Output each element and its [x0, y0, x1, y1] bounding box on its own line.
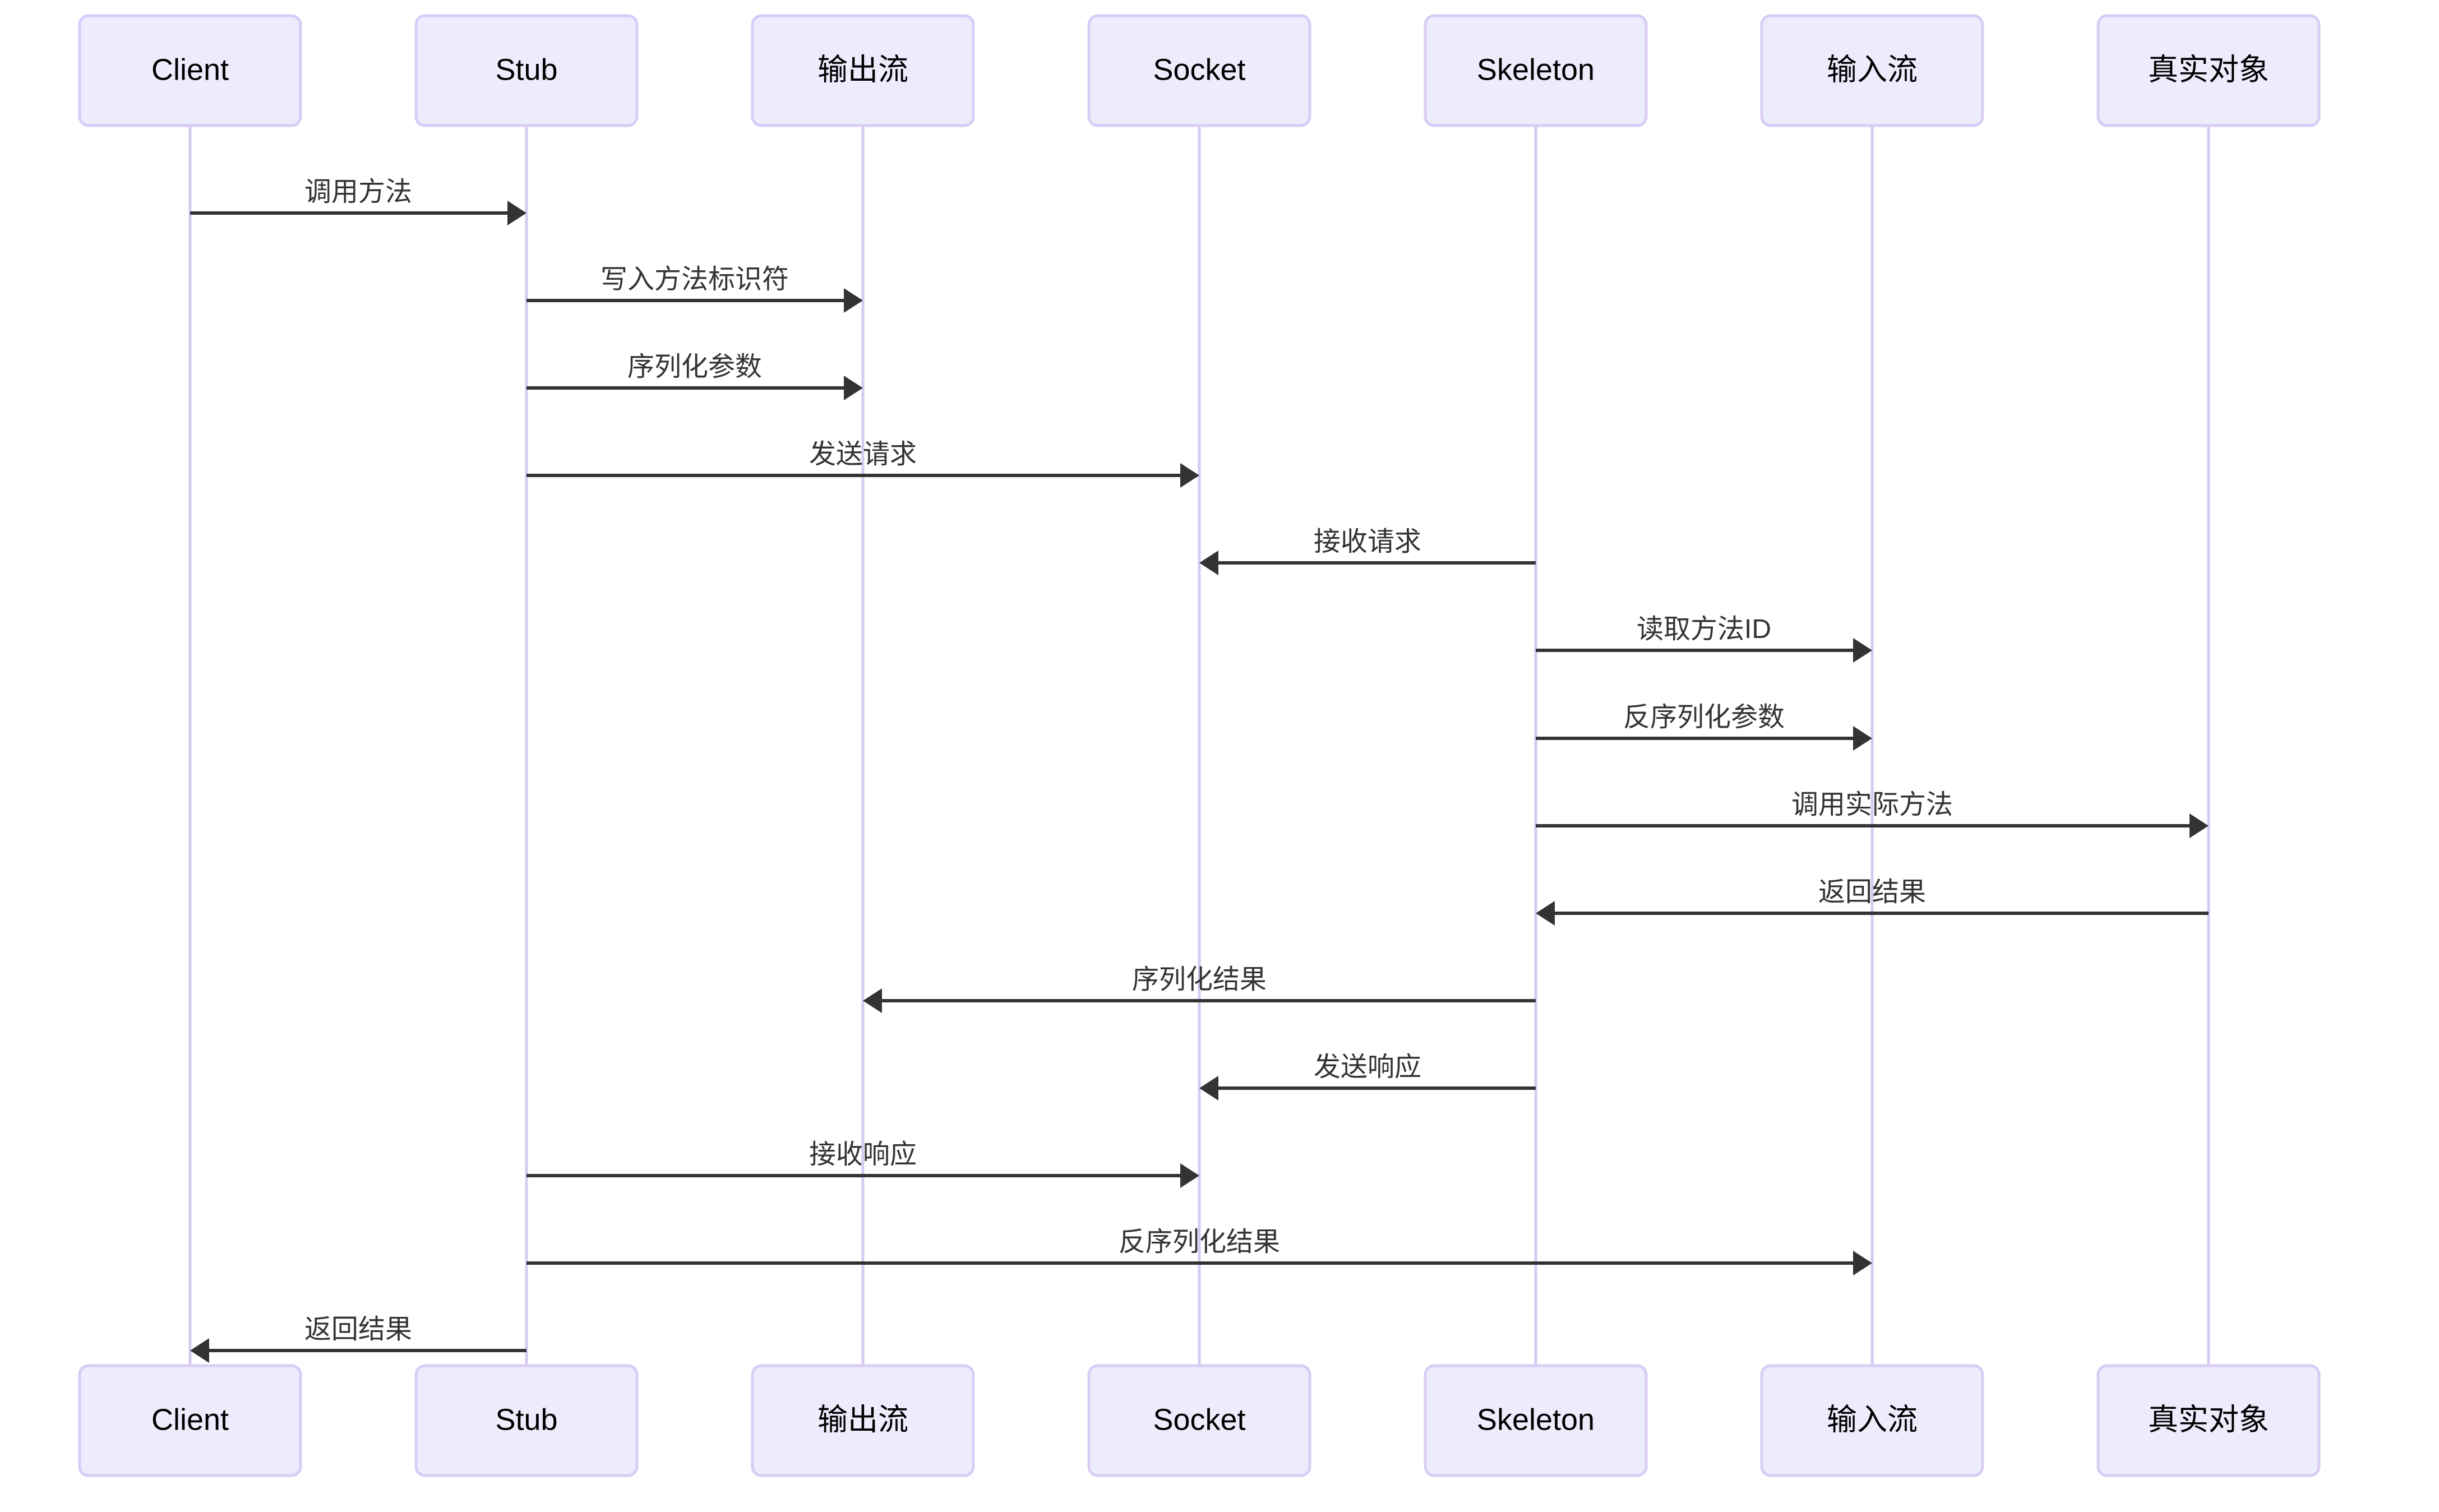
message-arrowhead: [844, 288, 863, 313]
actor-box-realobject[interactable]: [2096, 1364, 2321, 1477]
message-label: 写入方法标识符: [600, 265, 789, 294]
message-label: 接收响应: [809, 1140, 917, 1169]
message-3-stub-to-outstream[interactable]: 序列化参数: [526, 352, 863, 400]
message-label: 反序列化结果: [1119, 1227, 1280, 1257]
actor-label-socket: Socket: [1153, 53, 1245, 86]
actor-socket-bottom[interactable]: Socket: [1087, 1364, 1311, 1477]
message-13-stub-to-instream[interactable]: 反序列化结果: [526, 1227, 1872, 1275]
message-4-stub-to-socket[interactable]: 发送请求: [526, 440, 1199, 488]
message-arrowhead: [190, 1338, 209, 1363]
message-12-stub-to-socket[interactable]: 接收响应: [526, 1140, 1199, 1188]
actor-label-client: Client: [151, 53, 229, 86]
actor-outstream-top[interactable]: 输出流: [751, 14, 975, 127]
actor-label-instream: 输入流: [1827, 53, 1918, 86]
actor-realobject-top[interactable]: 真实对象: [2096, 14, 2321, 127]
message-7-skeleton-to-instream[interactable]: 反序列化参数: [1536, 702, 1872, 751]
message-label: 读取方法ID: [1637, 614, 1771, 644]
message-label: 接收请求: [1314, 527, 1421, 557]
message-arrowhead: [1180, 1163, 1199, 1188]
message-label: 序列化结果: [1132, 965, 1267, 995]
message-6-skeleton-to-instream[interactable]: 读取方法ID: [1536, 614, 1872, 663]
actor-outstream-bottom[interactable]: 输出流: [751, 1364, 975, 1477]
actor-box-client[interactable]: [78, 14, 302, 127]
actor-label-skeleton: Skeleton: [1477, 1403, 1595, 1436]
lifelines-layer: [188, 126, 2210, 1366]
message-label: 返回结果: [1818, 877, 1926, 907]
actor-box-outstream[interactable]: [751, 14, 975, 127]
actor-box-skeleton[interactable]: [1424, 1364, 1648, 1477]
actor-client-bottom[interactable]: Client: [78, 1364, 302, 1477]
actor-label-realobject: 真实对象: [2148, 53, 2269, 86]
message-8-skeleton-to-realobject[interactable]: 调用实际方法: [1536, 790, 2209, 838]
message-9-realobject-to-skeleton[interactable]: 返回结果: [1536, 877, 2209, 926]
message-label: 发送响应: [1314, 1052, 1421, 1082]
actor-box-instream[interactable]: [1760, 1364, 1984, 1477]
message-2-stub-to-outstream[interactable]: 写入方法标识符: [526, 265, 863, 313]
message-label: 反序列化参数: [1623, 702, 1785, 732]
actor-box-socket[interactable]: [1087, 14, 1311, 127]
actor-skeleton-bottom[interactable]: Skeleton: [1424, 1364, 1648, 1477]
actor-realobject-bottom[interactable]: 真实对象: [2096, 1364, 2321, 1477]
actor-label-outstream: 输出流: [817, 1403, 908, 1436]
message-label: 发送请求: [809, 440, 917, 469]
message-label: 调用方法: [304, 177, 412, 207]
actor-header-row: Client Stub 输出流 Socket Skeleton 输入流 真实对象: [78, 14, 2321, 127]
actor-box-instream[interactable]: [1760, 14, 1984, 127]
actor-instream-bottom[interactable]: 输入流: [1760, 1364, 1984, 1477]
actor-stub-top[interactable]: Stub: [414, 14, 639, 127]
actor-label-skeleton: Skeleton: [1477, 53, 1595, 86]
message-11-skeleton-to-socket[interactable]: 发送响应: [1199, 1052, 1536, 1101]
message-label: 返回结果: [304, 1315, 412, 1344]
actor-label-stub: Stub: [495, 53, 557, 86]
actor-label-outstream: 输出流: [817, 53, 908, 86]
message-10-skeleton-to-outstream[interactable]: 序列化结果: [863, 965, 1536, 1013]
actor-box-skeleton[interactable]: [1424, 14, 1648, 127]
message-arrowhead: [2189, 813, 2209, 838]
actor-label-stub: Stub: [495, 1403, 557, 1436]
message-label: 序列化参数: [627, 352, 762, 382]
actor-box-outstream[interactable]: [751, 1364, 975, 1477]
message-arrowhead: [1853, 726, 1872, 751]
message-arrowhead: [1199, 1076, 1218, 1101]
actor-box-stub[interactable]: [414, 14, 639, 127]
actor-label-instream: 输入流: [1827, 1403, 1918, 1436]
message-arrowhead: [1536, 901, 1555, 926]
actor-box-realobject[interactable]: [2096, 14, 2321, 127]
actor-box-client[interactable]: [78, 1364, 302, 1477]
actor-client-top[interactable]: Client: [78, 14, 302, 127]
actor-footer-row: Client Stub 输出流 Socket Skeleton 输入流 真实对象: [78, 1364, 2321, 1477]
message-arrowhead: [1853, 638, 1872, 663]
actor-label-client: Client: [151, 1403, 229, 1436]
message-label: 调用实际方法: [1791, 790, 1953, 820]
message-1-client-to-stub[interactable]: 调用方法: [190, 177, 526, 225]
actor-label-socket: Socket: [1153, 1403, 1245, 1436]
actor-label-realobject: 真实对象: [2148, 1403, 2269, 1436]
actor-box-socket[interactable]: [1087, 1364, 1311, 1477]
message-arrowhead: [507, 201, 526, 225]
message-5-skeleton-to-socket[interactable]: 接收请求: [1199, 527, 1536, 575]
actor-stub-bottom[interactable]: Stub: [414, 1364, 639, 1477]
message-arrowhead: [1199, 551, 1218, 575]
message-arrowhead: [1180, 463, 1199, 488]
message-arrowhead: [844, 376, 863, 400]
actor-socket-top[interactable]: Socket: [1087, 14, 1311, 127]
actor-skeleton-top[interactable]: Skeleton: [1424, 14, 1648, 127]
message-14-stub-to-client[interactable]: 返回结果: [190, 1315, 526, 1363]
actor-box-stub[interactable]: [414, 1364, 639, 1477]
message-arrowhead: [863, 988, 882, 1013]
message-arrowhead: [1853, 1251, 1872, 1275]
actor-instream-top[interactable]: 输入流: [1760, 14, 1984, 127]
